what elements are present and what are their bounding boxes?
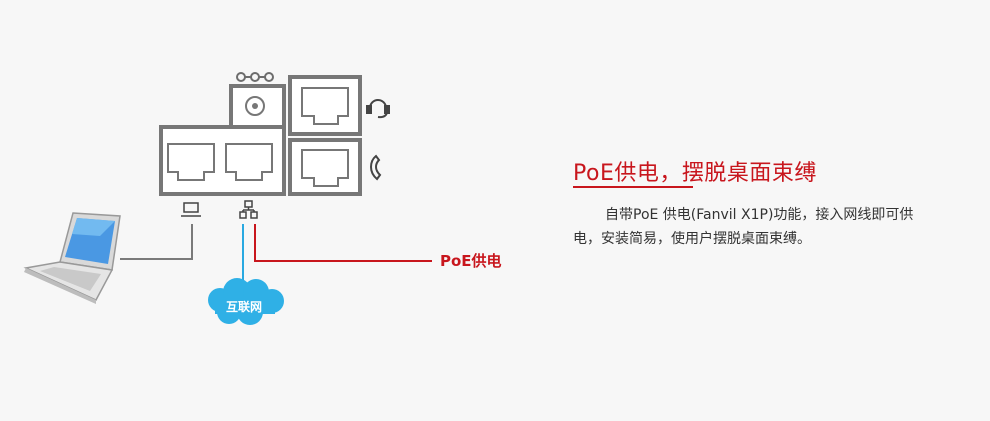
pc-icon <box>181 202 201 217</box>
pc-connection-line <box>120 224 193 260</box>
lan-port-icon <box>225 143 273 181</box>
title-underline <box>573 186 693 188</box>
feature-description: 自带PoE 供电(Fanvil X1P)功能，接入网线即可供电，安装简易，使用户… <box>573 207 914 247</box>
laptop-icon <box>23 212 121 304</box>
power-adapter-icon <box>236 72 274 82</box>
internet-label: 互联网 <box>225 300 262 314</box>
feature-title: PoE供电，摆脱桌面束缚 <box>573 161 817 186</box>
handset-icon <box>369 154 382 181</box>
internet-cloud-icon <box>208 278 284 325</box>
headset-icon <box>366 99 390 119</box>
ethernet-port-block <box>159 125 286 196</box>
power-port-icon <box>229 84 286 130</box>
poe-label: PoE供电 <box>440 252 502 270</box>
network-icon <box>239 200 258 219</box>
headset-port-icon <box>288 75 362 136</box>
pc-port-icon <box>167 143 215 181</box>
handset-port-icon <box>288 138 362 196</box>
poe-power-line <box>254 224 432 262</box>
